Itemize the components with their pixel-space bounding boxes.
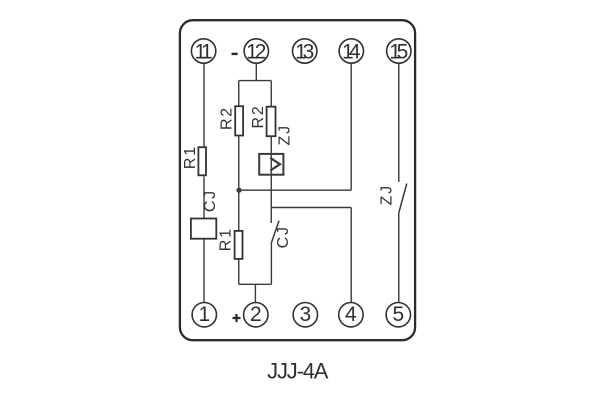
svg-text:CJ: CJ <box>275 225 292 248</box>
svg-text:ZJ: ZJ <box>379 184 396 205</box>
svg-text:R2: R2 <box>250 104 267 128</box>
svg-text:1: 1 <box>198 303 210 326</box>
svg-text:2: 2 <box>250 303 262 326</box>
svg-text:12: 12 <box>246 40 266 63</box>
svg-text:R2: R2 <box>219 106 236 130</box>
svg-text:15: 15 <box>389 40 408 63</box>
svg-text:4: 4 <box>345 303 357 326</box>
svg-text:14: 14 <box>342 40 361 63</box>
svg-text:R1: R1 <box>182 145 199 169</box>
svg-text:5: 5 <box>392 303 404 326</box>
svg-text:11: 11 <box>195 40 213 63</box>
svg-text:ZJ: ZJ <box>276 124 293 145</box>
svg-text:JJJ-4A: JJJ-4A <box>267 359 329 384</box>
svg-text:3: 3 <box>299 303 311 326</box>
svg-text:CJ: CJ <box>202 189 219 212</box>
svg-text:13: 13 <box>295 40 314 63</box>
svg-text:R1: R1 <box>218 227 235 251</box>
